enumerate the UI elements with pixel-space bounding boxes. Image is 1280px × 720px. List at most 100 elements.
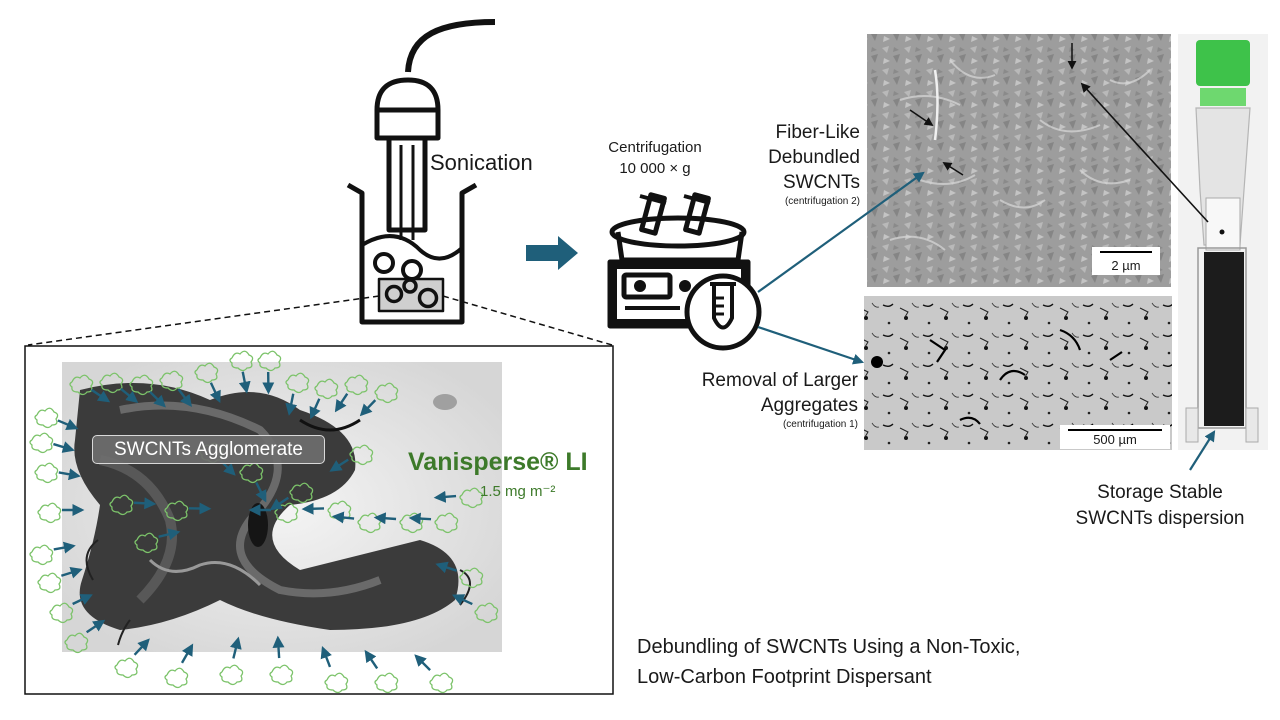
scale-bar-top: 2 µm	[1092, 247, 1160, 275]
scale-bar-bottom: 500 µm	[1060, 425, 1170, 449]
fiber-note: (centrifugation 2)	[784, 196, 860, 207]
dispersant-blob	[194, 362, 219, 384]
dispersant-blob	[274, 502, 299, 524]
vial-icon	[1178, 34, 1268, 450]
dispersant-arrow	[408, 512, 432, 525]
storage-line-1: Storage Stable	[1097, 482, 1223, 503]
dispersant-arrow	[238, 371, 251, 394]
dispersant-blob	[114, 657, 139, 679]
dispersant-arrow	[133, 638, 150, 656]
dispersant-blob	[269, 664, 294, 686]
dispersant-blob	[239, 462, 264, 484]
dispersant-arrow	[334, 392, 349, 413]
centrifugation-speed: 10 000 × g	[619, 160, 691, 177]
dispersant-blob	[459, 567, 484, 589]
dispersant-arrow	[285, 393, 298, 416]
dispersant-arrow	[255, 481, 267, 503]
dispersant-arrow	[180, 643, 194, 664]
dispersant-blob	[37, 572, 62, 594]
beaker-icon	[346, 182, 478, 325]
dispersant-arrow	[230, 636, 242, 659]
caption-line-1: Debundling of SWCNTs Using a Non-Toxic,	[637, 636, 1021, 658]
dispersant-arrow	[133, 497, 157, 510]
dispersant-blob	[29, 432, 54, 454]
dispersant-arrow	[451, 594, 473, 606]
dispersant-blob	[474, 602, 499, 624]
dispersant-arrow	[433, 490, 457, 503]
dispersant-blob	[134, 532, 159, 554]
dispersant-arrow	[309, 398, 321, 420]
dispersant-blob	[327, 500, 352, 522]
dispersant-blob	[29, 544, 54, 566]
dispersant-blob	[64, 632, 89, 654]
sonicator-probe-icon	[374, 19, 496, 240]
dispersant-blob	[429, 672, 454, 694]
centrifugation-label: Centrifugation 10 000 × g	[585, 137, 725, 179]
dispersant-blob	[164, 500, 189, 522]
dispersant-arrows	[53, 371, 473, 671]
dispersant-blob	[357, 512, 382, 534]
dispersant-arrow	[331, 511, 355, 524]
dispersant-name: Vanisperse® LI	[408, 448, 588, 476]
dispersant-arrow	[364, 649, 379, 670]
dispersant-blob	[219, 664, 244, 686]
dispersant-arrow	[269, 496, 290, 511]
dispersant-arrow	[301, 502, 325, 515]
removal-line-2: Aggregates	[760, 395, 858, 416]
dispersant-arrow	[57, 418, 79, 431]
agglomerate-inset	[24, 345, 614, 695]
removal-label: Removal of Larger Aggregates (centrifuga…	[640, 368, 858, 432]
zoom-lines	[27, 295, 613, 346]
dispersant-arrow	[158, 528, 181, 541]
connector-arrows	[757, 171, 1216, 471]
removal-line-1: Removal of Larger	[701, 370, 858, 391]
vial-pointer-arrow	[1080, 82, 1209, 223]
dispersant-arrow	[414, 654, 431, 671]
dispersant-arrow	[53, 441, 75, 453]
dispersant-arrow	[120, 387, 139, 403]
dispersant-blob	[324, 672, 349, 694]
dispersant-blob	[314, 378, 339, 400]
dispersant-blob	[34, 407, 59, 429]
storage-label: Storage Stable SWCNTs dispersion	[1030, 480, 1280, 532]
dispersant-blob	[349, 444, 374, 466]
fiber-line-2: Debundled	[768, 147, 860, 168]
dispersant-arrow	[359, 399, 377, 417]
dispersant-blob	[164, 667, 189, 689]
dispersant-blob	[34, 462, 59, 484]
dispersant-blob	[109, 494, 134, 516]
dispersant-blob	[374, 382, 399, 404]
dispersant-arrow	[435, 561, 458, 574]
fiber-like-label: Fiber-Like Debundled SWCNTs (centrifugat…	[735, 120, 860, 209]
dispersant-arrow	[85, 619, 106, 634]
dispersant-blob	[289, 482, 314, 504]
dispersant-arrow	[149, 390, 166, 408]
dispersant-arrow	[58, 468, 81, 481]
sonication-label: Sonication	[430, 150, 533, 175]
dispersant-blob	[459, 487, 484, 509]
dispersant-blob	[229, 350, 254, 372]
process-arrow-icon	[526, 236, 578, 270]
dispersant-arrow	[90, 388, 111, 403]
dispersant-blob	[37, 502, 62, 524]
test-tube-icon	[684, 273, 762, 351]
storage-line-2: SWCNTs dispersion	[1075, 508, 1245, 529]
removal-note: (centrifugation 1)	[782, 419, 858, 430]
dispersant-arrow	[60, 566, 83, 579]
dispersant-blob	[129, 374, 154, 396]
dispersant-blob	[374, 672, 399, 694]
dispersant-blob	[344, 374, 369, 396]
dispersant-blob	[159, 370, 184, 392]
dispersant-blob	[285, 372, 310, 394]
dispersant-arrow	[320, 646, 332, 668]
dispersant-concentration: 1.5 mg m⁻²	[480, 483, 556, 500]
dispersant-arrow	[72, 594, 93, 606]
centrifugation-title: Centrifugation	[608, 139, 702, 156]
dispersant-arrow	[209, 382, 221, 404]
dispersant-arrow	[329, 458, 349, 472]
caption: Debundling of SWCNTs Using a Non-Toxic, …	[637, 632, 1021, 692]
agglomerate-label: SWCNTs Agglomerate	[92, 435, 325, 464]
dispersant-blob	[49, 602, 74, 624]
scale-bar-bottom-label: 500 µm	[1093, 432, 1137, 447]
